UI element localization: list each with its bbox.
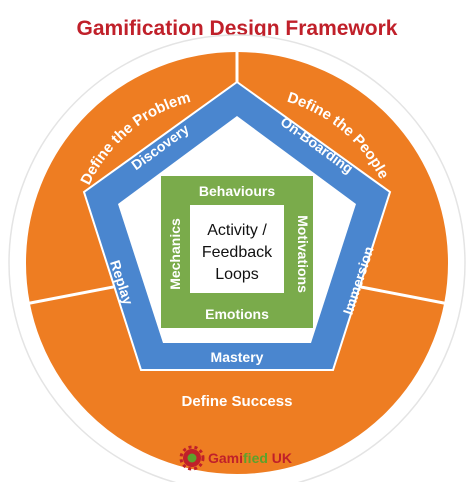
diagram-title: Gamification Design Framework — [77, 17, 398, 40]
brand-logo: Gamified UK — [179, 445, 292, 471]
core-box — [190, 205, 284, 293]
square-label-emotions: Emotions — [205, 306, 269, 322]
pentagon-label-mastery: Mastery — [211, 349, 264, 365]
brand-part-3: UK — [268, 450, 292, 466]
square-label-mechanics: Mechanics — [167, 218, 183, 290]
brand-part-2: fied — [243, 450, 268, 466]
square-label-behaviours: Behaviours — [199, 183, 275, 199]
square-label-motivations: Motivations — [295, 215, 311, 293]
core-line-3: Loops — [215, 266, 259, 283]
ring-label-success: Define Success — [182, 393, 293, 410]
brand-part-1: Gami — [208, 450, 243, 466]
core-line-2: Feedback — [202, 244, 273, 261]
gear-icon — [179, 445, 205, 471]
core-line-1: Activity / — [207, 222, 267, 239]
brand-name: Gamified UK — [208, 450, 292, 466]
